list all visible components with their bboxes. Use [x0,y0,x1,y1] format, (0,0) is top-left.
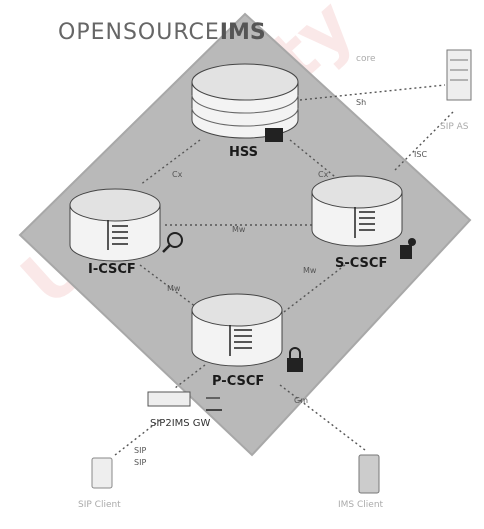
lock-icon [287,358,303,372]
cx-label-right: Cx [318,170,328,179]
mw-label-right: Mw [303,266,316,275]
hss-label: HSS [229,145,258,160]
sh-label: Sh [356,98,366,107]
mw-label-middle: Mw [232,225,245,234]
scscf-label: S-CSCF [335,256,387,271]
sip-as-server [447,50,471,100]
sip2ims-gw-label: SIP2IMS GW [150,418,210,429]
cx-label-left: Cx [172,170,182,179]
ims-client-label: IMS Client [338,500,383,510]
logo-subtitle: core [356,54,376,64]
sip-client-device [92,458,112,488]
sip-client-label: SIP Client [78,500,121,510]
database-icon [265,128,283,142]
mw-label-left: Mw [167,284,180,293]
gm-label: Gm [294,396,308,405]
user-icon [400,245,412,259]
gw-sip-label-2: SIP [134,458,146,467]
pcscf-label: P-CSCF [212,374,264,389]
gw-sip-label: SIP [134,446,146,455]
link-pcscf-imsclient [280,385,365,450]
isc-label: ISC [414,150,427,159]
sip-as-label: SIP AS [440,122,469,132]
icscf-label: I-CSCF [88,262,136,277]
ims-client-device [359,455,379,493]
opensource-ims-logo: OPENSOURCEIMS [58,20,266,45]
hss-node [192,64,298,142]
